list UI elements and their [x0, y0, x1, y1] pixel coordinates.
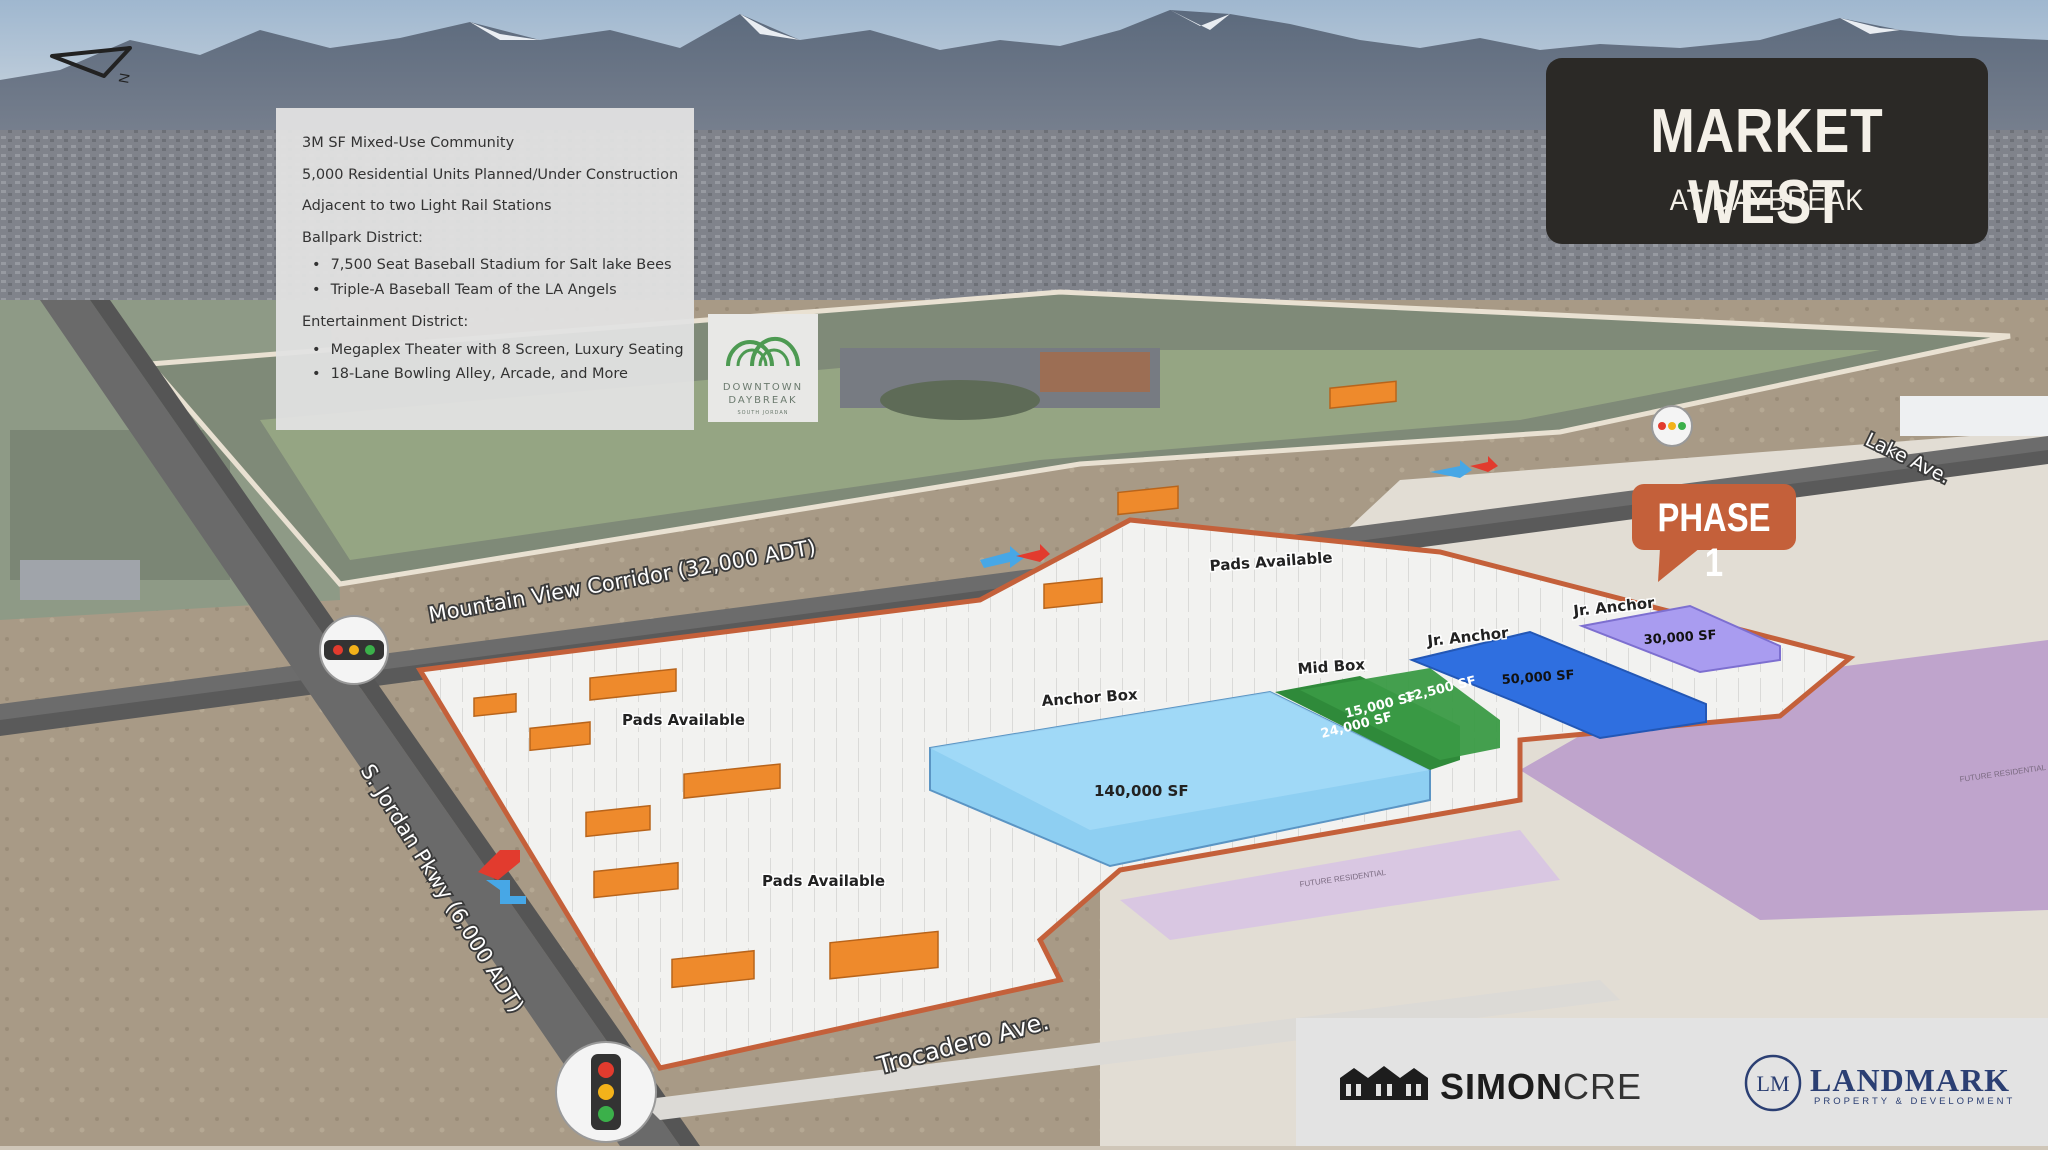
landmark-tagline: PROPERTY & DEVELOPMENT	[1814, 1096, 2016, 1107]
ballpark-item: Triple-A Baseball Team of the LA Angels	[312, 282, 668, 298]
jr-anchor-30k-label: 30,000 SF	[1643, 628, 1717, 648]
project-title-box: MARKET WEST AT DAYBREAK	[1546, 58, 1988, 244]
highlight-line: 5,000 Residential Units Planned/Under Co…	[302, 166, 679, 183]
svg-text:N: N	[115, 72, 133, 85]
pad-sites	[473, 380, 1397, 989]
access-arrow-blue	[980, 546, 1024, 568]
phase-1-callout: PHASE 1	[1632, 484, 1796, 585]
jr-anchor-50k-building	[1408, 630, 1707, 740]
phase-callout-tail	[1658, 548, 1700, 582]
downtown-logo-line2: DAYBREAK	[728, 395, 798, 406]
pads-available-bottom-label: Pads Available	[762, 872, 885, 890]
phase-1-label: PHASE 1	[1657, 496, 1771, 585]
project-title: MARKET WEST	[1650, 97, 1884, 237]
ballpark-list: 7,500 Seat Baseball Stadium for Salt lak…	[302, 258, 672, 298]
downtown-logo-line1: DOWNTOWN	[722, 382, 804, 393]
north-arrow-icon: N	[50, 46, 133, 85]
entertainment-item: 18-Lane Bowling Alley, Arcade, and More	[312, 367, 668, 382]
traffic-signal-south	[555, 1041, 657, 1143]
highlight-line: 3M SF Mixed-Use Community	[302, 135, 515, 151]
downtown-logo-line3: SOUTH JORDAN	[737, 410, 789, 416]
daybreak-arches-icon	[726, 336, 800, 367]
future-residential-south	[1120, 830, 1560, 940]
access-arrow-red	[1016, 544, 1050, 562]
landmark-monogram: LM	[1757, 1071, 1790, 1096]
traffic-signal-north	[319, 615, 389, 685]
simon-wordmark: SIMON	[1440, 1066, 1564, 1107]
ballpark-heading: Ballpark District:	[302, 229, 423, 246]
entertainment-heading: Entertainment District:	[302, 314, 469, 330]
phase-1-boundary	[415, 517, 1856, 1071]
jr-anchor-50k-label: 50,000 SF	[1501, 668, 1575, 688]
project-subtitle: AT DAYBREAK	[1669, 184, 1865, 217]
traffic-signal-east	[1651, 405, 1693, 447]
district-outline	[144, 289, 2011, 587]
landmark-emblem-icon: LM	[1744, 1054, 1802, 1112]
landmark-wordmark: LANDMARK	[1810, 1062, 2010, 1098]
entertainment-list: Megaplex Theater with 8 Screen, Luxury S…	[302, 342, 684, 382]
anchor-box-sf-label: 140,000 SF	[1094, 782, 1189, 800]
snow-caps	[470, 10, 1900, 40]
jordan-parkway-road	[40, 300, 680, 1146]
downtown-daybreak-logo: DOWNTOWN DAYBREAK SOUTH JORDAN	[708, 314, 818, 422]
highlights-panel: 3M SF Mixed-Use Community 5,000 Resident…	[276, 108, 694, 430]
jr-anchor-30k-building	[1578, 604, 1781, 674]
entertainment-item: Megaplex Theater with 8 Screen, Luxury S…	[312, 342, 684, 358]
simon-building-icon	[1340, 1066, 1428, 1100]
cre-wordmark: CRE	[1563, 1066, 1643, 1107]
pads-available-left-label: Pads Available	[622, 711, 745, 729]
ballpark-item: 7,500 Seat Baseball Stadium for Salt lak…	[312, 258, 672, 273]
trocadero-road	[640, 980, 1620, 1120]
warehouse	[1900, 396, 2048, 436]
highlight-line: Adjacent to two Light Rail Stations	[302, 198, 552, 214]
